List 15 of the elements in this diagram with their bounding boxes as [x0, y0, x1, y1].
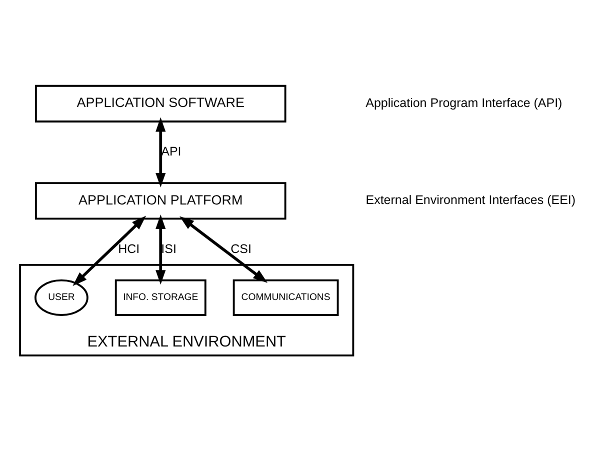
edge-label: API — [161, 144, 182, 159]
edge-label: CSI — [230, 242, 252, 256]
node-box: INFO. STORAGE — [114, 279, 206, 316]
edge-label: ISI — [161, 242, 176, 256]
node-box: APPLICATION PLATFORM — [34, 182, 286, 220]
arrow — [156, 117, 166, 188]
node-box: APPLICATION SOFTWARE — [34, 84, 286, 122]
label: External Environment Interfaces (EEI) — [366, 193, 576, 208]
arrow — [72, 216, 146, 286]
node-box: COMMUNICATIONS — [232, 279, 339, 316]
node-ellipse: USER — [34, 279, 88, 316]
arrow — [156, 214, 166, 285]
arrow — [180, 216, 268, 283]
edge-label: HCI — [118, 242, 140, 256]
label: Application Program Interface (API) — [366, 96, 562, 110]
